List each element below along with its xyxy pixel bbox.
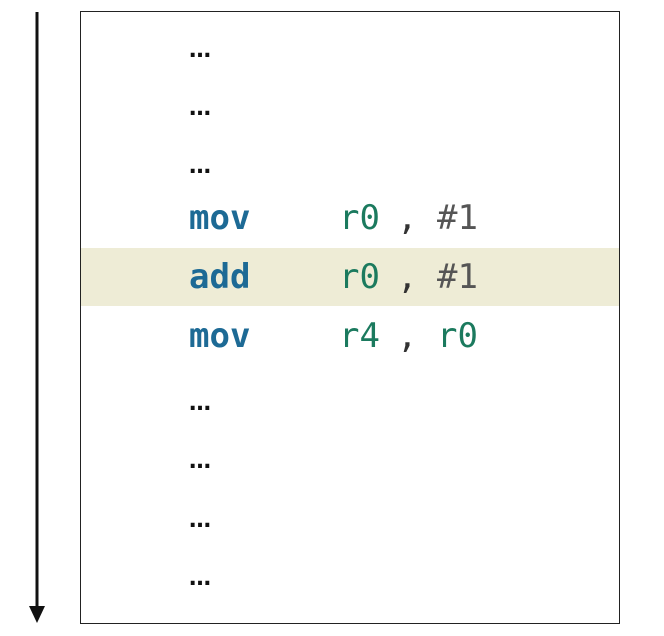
operand-register: r0 bbox=[339, 257, 380, 297]
operand-register: r0 bbox=[437, 316, 478, 356]
ellipsis-text: … bbox=[189, 153, 211, 179]
listing-row-ellipsis: … bbox=[81, 79, 619, 137]
operand-register: r0 bbox=[339, 198, 380, 238]
listing-row-ellipsis: … bbox=[81, 137, 619, 195]
instruction-row-add-highlighted: add r0 , #1 bbox=[81, 248, 619, 306]
operand-separator: , bbox=[397, 316, 418, 356]
listing-row-ellipsis: … bbox=[81, 374, 619, 432]
instruction-row-mov-r4-r0: mov r4 , r0 bbox=[81, 307, 619, 365]
timeline-down-arrow bbox=[29, 12, 45, 623]
operand-register: r4 bbox=[339, 316, 380, 356]
code-listing-panel: … … … mov r0 , #1 add r0 , #1 mov r4 , r… bbox=[80, 11, 620, 624]
operand-separator: , bbox=[397, 198, 418, 238]
ellipsis-text: … bbox=[189, 507, 211, 533]
instruction-mnemonic: add bbox=[189, 257, 251, 297]
instruction-mnemonic: mov bbox=[189, 198, 251, 238]
operand-immediate: #1 bbox=[437, 257, 478, 297]
ellipsis-text: … bbox=[189, 95, 211, 121]
ellipsis-text: … bbox=[189, 37, 211, 63]
operand-separator: , bbox=[397, 257, 418, 297]
listing-row-ellipsis: … bbox=[81, 491, 619, 549]
ellipsis-text: … bbox=[189, 565, 211, 591]
operand-immediate: #1 bbox=[437, 198, 478, 238]
instruction-row-mov-r0-imm: mov r0 , #1 bbox=[81, 189, 619, 247]
instruction-mnemonic: mov bbox=[189, 316, 251, 356]
listing-row-ellipsis: … bbox=[81, 21, 619, 79]
listing-row-ellipsis: … bbox=[81, 432, 619, 490]
listing-row-ellipsis: … bbox=[81, 549, 619, 607]
ellipsis-text: … bbox=[189, 448, 211, 474]
ellipsis-text: … bbox=[189, 390, 211, 416]
